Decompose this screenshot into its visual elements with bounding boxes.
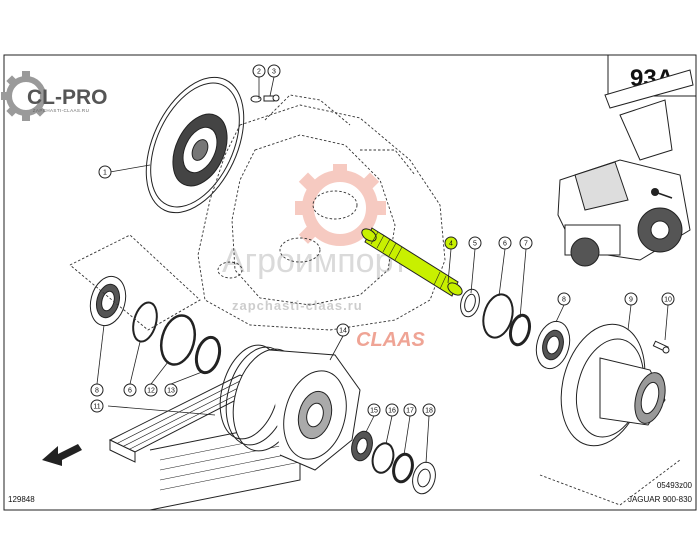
cl-pro-logo: CL-PRO ZAPCHASTI-CLAAS.RU xyxy=(1,71,108,121)
svg-text:16: 16 xyxy=(388,408,396,415)
callout-7: 7 xyxy=(519,236,533,250)
part-bearing-left xyxy=(89,275,127,327)
part-bearing-right xyxy=(535,320,571,370)
figure-code: 05493z00 xyxy=(657,481,693,490)
callout-18: 18 xyxy=(422,403,436,417)
svg-text:5: 5 xyxy=(473,241,477,248)
svg-text:15: 15 xyxy=(370,408,378,415)
svg-text:8: 8 xyxy=(562,297,566,304)
part-bearing-housing xyxy=(560,323,666,447)
part-flywheel-disc xyxy=(145,76,245,214)
callout-12: 12 xyxy=(144,383,158,397)
svg-text:18: 18 xyxy=(425,408,433,415)
svg-text:6: 6 xyxy=(503,241,507,248)
machine-model: JAGUAR 900-830 xyxy=(628,495,693,504)
svg-text:7: 7 xyxy=(524,241,528,248)
svg-text:8: 8 xyxy=(95,388,99,395)
svg-text:6: 6 xyxy=(128,388,132,395)
watermark-url: zapchasti-claas.ru xyxy=(232,298,363,313)
svg-text:12: 12 xyxy=(147,388,155,395)
direction-arrow-icon xyxy=(42,444,82,466)
callout-6-right: 6 xyxy=(498,236,512,250)
part-belt-pulley xyxy=(219,344,361,471)
forage-harvester-thumbnail xyxy=(557,69,694,267)
callout-8-right: 8 xyxy=(557,292,571,306)
callout-1: 1 xyxy=(98,165,112,179)
svg-text:4: 4 xyxy=(449,241,453,248)
svg-text:11: 11 xyxy=(93,404,100,411)
callout-2: 2 xyxy=(252,64,266,78)
svg-text:2: 2 xyxy=(257,69,261,76)
svg-text:9: 9 xyxy=(629,297,633,304)
part-bolt-10 xyxy=(652,340,670,354)
callout-5: 5 xyxy=(468,236,482,250)
callout-4-highlighted: 4 xyxy=(444,236,458,250)
svg-text:10: 10 xyxy=(664,297,672,304)
gearbox-housing-outline xyxy=(197,94,446,331)
callout-3: 3 xyxy=(267,64,281,78)
part-rings-right xyxy=(460,288,532,347)
callout-16: 16 xyxy=(385,403,399,417)
svg-text:CL-PRO: CL-PRO xyxy=(27,86,108,109)
sheet-frame xyxy=(3,54,697,511)
callout-9: 9 xyxy=(624,292,638,306)
part-bolt-and-washer xyxy=(250,94,280,103)
part-drive-shaft-highlighted xyxy=(361,227,463,297)
svg-text:3: 3 xyxy=(272,69,276,76)
svg-text:13: 13 xyxy=(167,388,175,395)
callout-6-left: 6 xyxy=(123,383,137,397)
watermark-brand: CLAAS xyxy=(356,329,426,351)
callout-14: 14 xyxy=(336,323,350,337)
callout-11: 11 xyxy=(90,399,104,413)
logo-subtitle: ZAPCHASTI-CLAAS.RU xyxy=(33,108,89,113)
callout-10: 10 xyxy=(661,292,675,306)
svg-text:14: 14 xyxy=(339,328,347,335)
callout-15: 15 xyxy=(367,403,381,417)
callout-8-left: 8 xyxy=(90,383,104,397)
part-rings-15-18 xyxy=(351,430,436,495)
callout-17: 17 xyxy=(403,403,417,417)
svg-text:17: 17 xyxy=(406,408,414,415)
part-rings-left xyxy=(132,301,222,375)
drawing-number: 129848 xyxy=(8,495,35,504)
callout-13: 13 xyxy=(164,383,178,397)
leader-lines xyxy=(96,76,669,464)
watermark: Агроимпорт zapchasti-claas.ru CLAAS xyxy=(222,164,426,351)
logo-text: CL-PRO xyxy=(27,86,108,109)
svg-text:1: 1 xyxy=(103,170,107,177)
